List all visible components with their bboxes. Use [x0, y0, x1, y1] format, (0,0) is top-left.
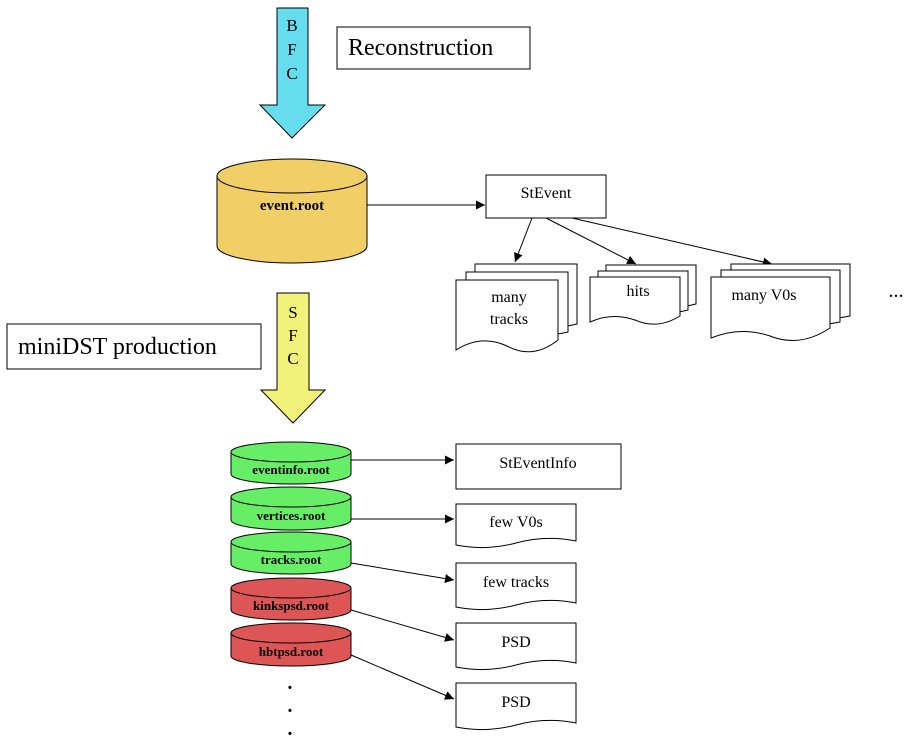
many-v0s-stack: many V0s — [710, 263, 851, 341]
more-outputs-ellipsis: ... — [889, 280, 904, 302]
reconstruction-label-box: Reconstruction — [336, 26, 531, 70]
vertices-root-database: vertices.root — [230, 486, 352, 531]
hits-label: hits — [626, 283, 649, 300]
few-tracks-label: few tracks — [483, 574, 549, 591]
tracks-root-database: tracks.root — [230, 531, 352, 575]
minidst-label: miniDST production — [18, 334, 217, 360]
steventinfo-box: StEventInfo — [455, 443, 622, 490]
many-tracks-line-1: many — [491, 289, 527, 306]
eventinfo-root-database: eventinfo.root — [230, 441, 352, 485]
bfc-letter-f: F — [287, 40, 296, 59]
continuation-dot-1: · — [287, 677, 294, 699]
arrow-stevent-to-tracks — [514, 217, 533, 263]
bfc-arrow: B F C — [258, 7, 327, 139]
hits-stack: hits — [589, 264, 697, 325]
sfc-letter-c: C — [287, 349, 298, 368]
few-v0s-label: few V0s — [489, 514, 542, 531]
tracks-root-label: tracks.root — [261, 552, 322, 567]
steventinfo-label: StEventInfo — [499, 455, 576, 472]
arrow-kinkspsd-to-psd — [350, 609, 455, 642]
many-tracks-line-2: tracks — [490, 311, 528, 328]
sfc-letter-f: F — [288, 326, 297, 345]
sfc-arrow: S F C — [259, 292, 327, 424]
minidst-label-box: miniDST production — [6, 323, 262, 370]
eventinfo-root-label: eventinfo.root — [252, 462, 330, 477]
psd-document-1: PSD — [455, 622, 577, 671]
bfc-letter-c: C — [286, 64, 297, 83]
vertices-root-label: vertices.root — [257, 508, 326, 523]
kinkspsd-root-label: kinkspsd.root — [253, 598, 330, 613]
arrow-hbtpsd-to-psd — [350, 654, 455, 700]
few-v0s-document: few V0s — [455, 503, 577, 549]
few-tracks-document: few tracks — [455, 562, 577, 611]
psd-label-2: PSD — [501, 694, 530, 711]
continuation-dot-2: · — [287, 700, 294, 722]
arrow-stevent-to-hits — [545, 217, 637, 265]
arrow-tracks-to-fewtracks — [350, 562, 455, 583]
stevent-label: StEvent — [521, 185, 572, 202]
psd-label-1: PSD — [501, 634, 530, 651]
kinkspsd-root-database: kinkspsd.root — [230, 577, 352, 621]
reconstruction-label: Reconstruction — [348, 35, 493, 61]
arrow-stevent-to-v0s — [571, 217, 773, 267]
psd-document-2: PSD — [455, 682, 577, 731]
many-tracks-stack: many tracks — [455, 263, 578, 353]
event-root-database: event.root — [216, 158, 368, 264]
stevent-box: StEvent — [485, 174, 607, 219]
sfc-letter-s: S — [288, 303, 297, 322]
bfc-letter-b: B — [286, 16, 297, 35]
continuation-dot-3: · — [287, 723, 294, 745]
event-root-label: event.root — [260, 198, 324, 214]
hbtpsd-root-database: hbtpsd.root — [230, 622, 352, 667]
hbtpsd-root-label: hbtpsd.root — [259, 644, 324, 659]
many-v0s-label: many V0s — [731, 287, 796, 304]
